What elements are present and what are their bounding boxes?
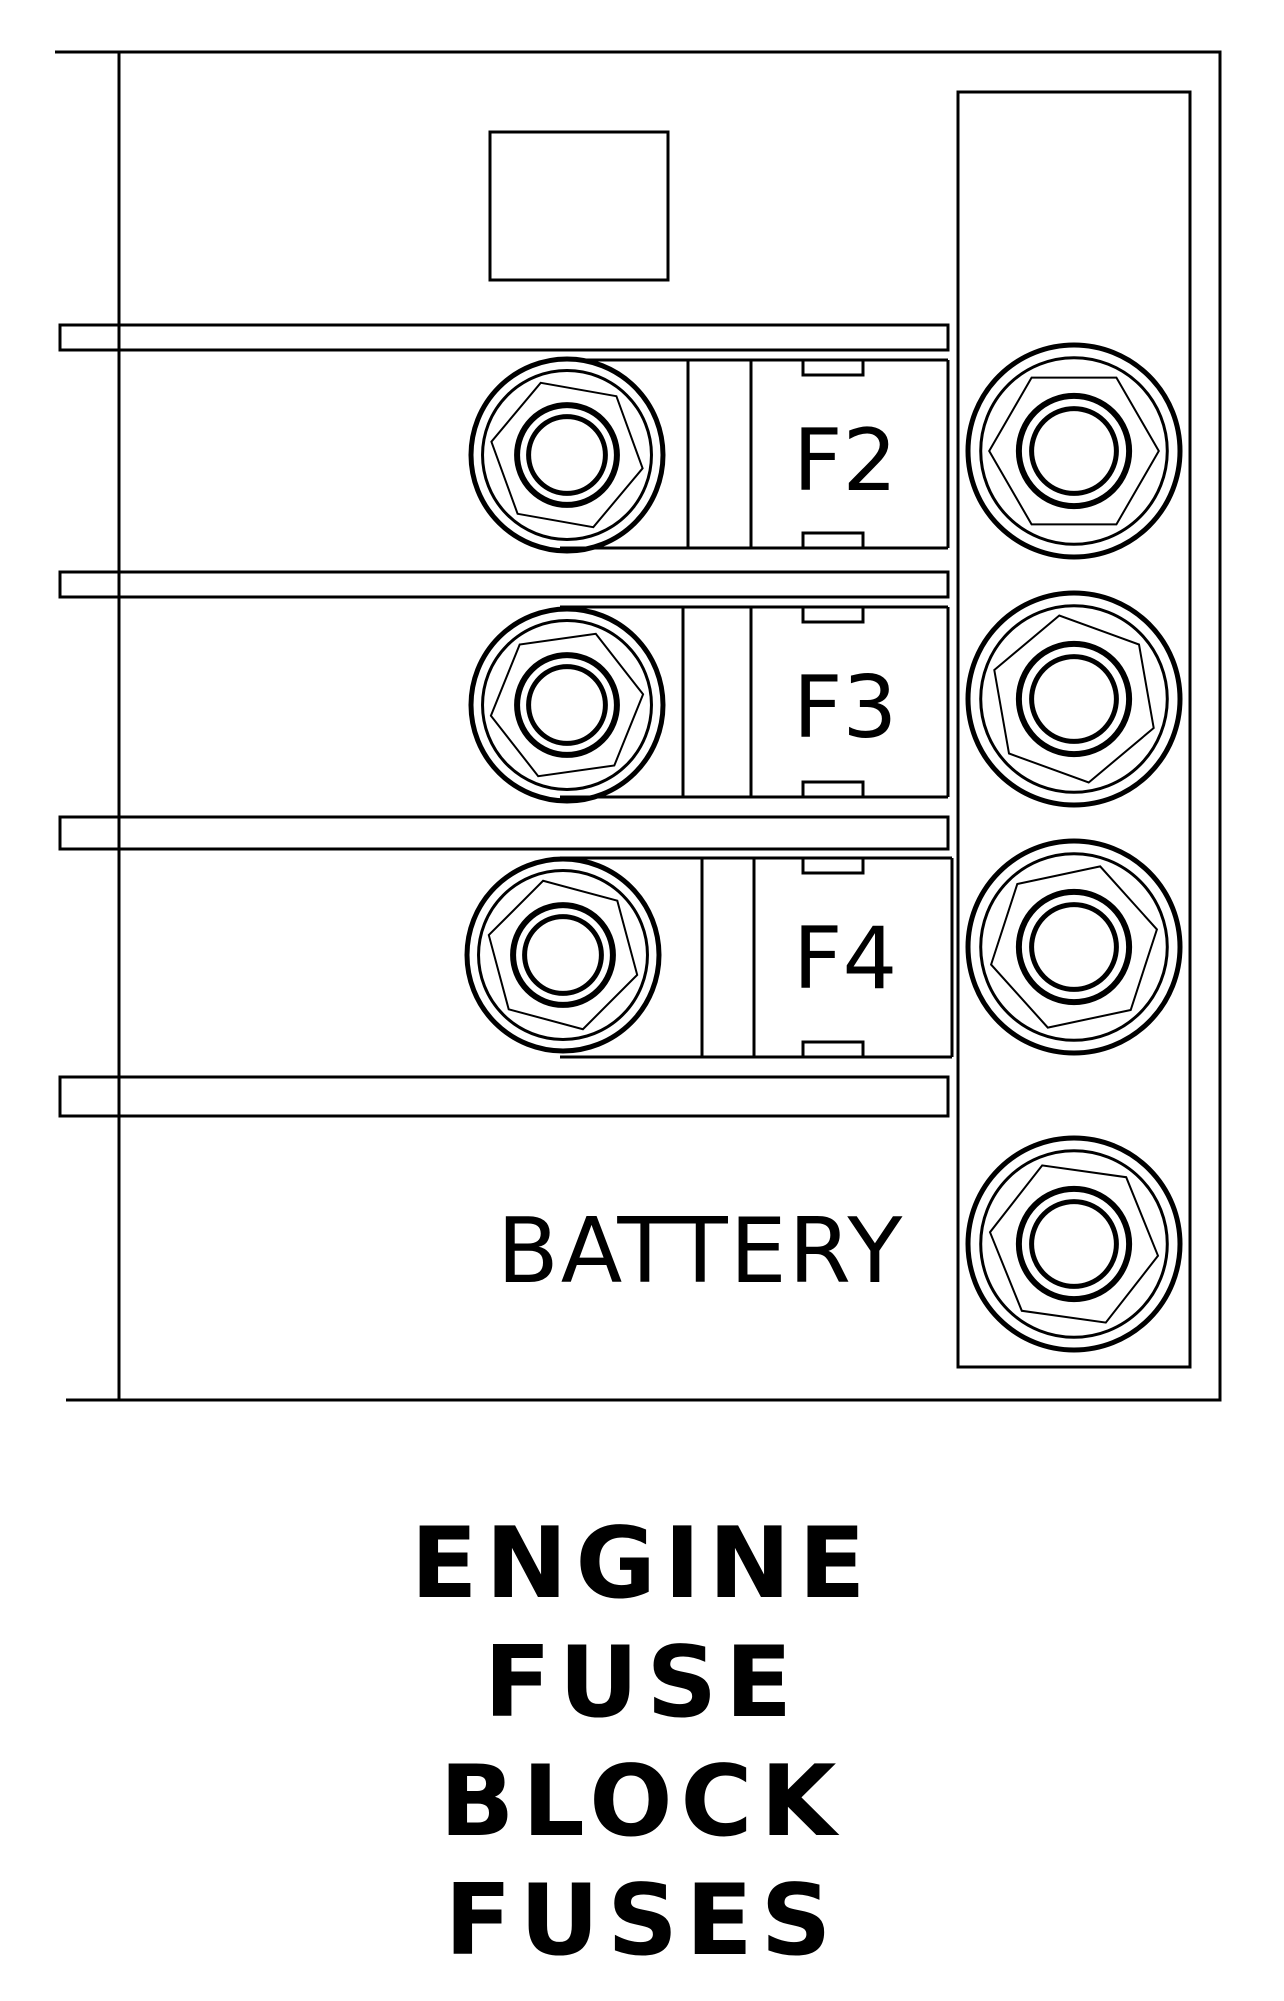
housing-outline [55, 50, 1222, 1402]
fuse-f2-body [560, 358, 950, 550]
fuse-f4-body [560, 856, 954, 1059]
caption-line-4: FUSES [444, 1864, 840, 1978]
terminal-strip [956, 90, 1192, 1369]
nut-right-3 [965, 838, 1183, 1056]
nut-right-2 [965, 590, 1183, 808]
nut-f3-left [468, 606, 666, 804]
fuse-label-f2: F2 [793, 411, 897, 511]
diagram-caption: ENGINE FUSE BLOCK FUSES [0, 1505, 1284, 1981]
bus-bar-1 [58, 323, 950, 352]
nut-right-4 [965, 1135, 1183, 1353]
nut-f2-left [468, 356, 666, 554]
fuse-label-f3: F3 [793, 658, 897, 758]
bus-bar-2 [58, 570, 950, 599]
fuse-label-f4: F4 [793, 909, 897, 1009]
caption-line-3: BLOCK [439, 1745, 845, 1859]
top-square-component [488, 130, 670, 282]
fuse-f3-body [560, 605, 950, 799]
battery-label: BATTERY [497, 1199, 904, 1304]
bus-bar-3 [58, 815, 950, 851]
nut-right-1 [965, 342, 1183, 560]
bus-bar-4 [58, 1075, 950, 1118]
caption-line-1: ENGINE [410, 1507, 874, 1621]
nut-f4-left [464, 856, 662, 1054]
caption-line-2: FUSE [483, 1626, 801, 1740]
